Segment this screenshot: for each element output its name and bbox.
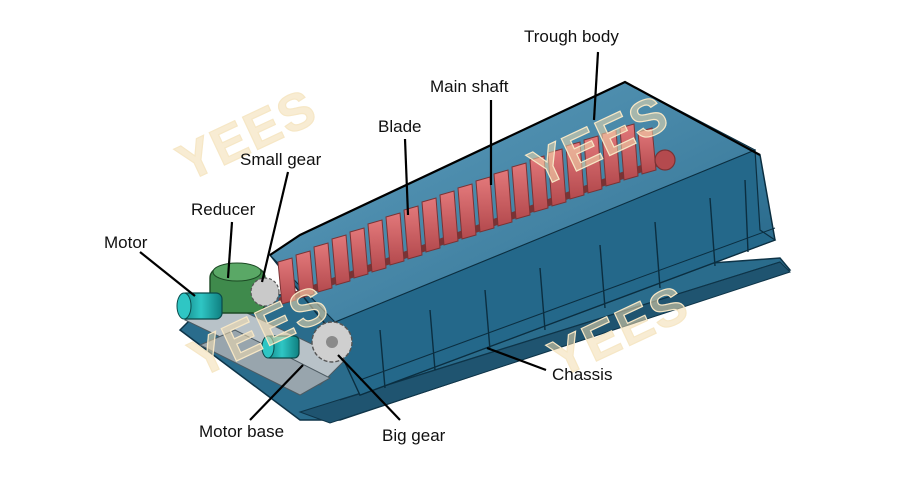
watermark-1: YEES bbox=[169, 78, 326, 193]
label-blade: Blade bbox=[378, 117, 421, 136]
label-motor-base: Motor base bbox=[199, 422, 284, 441]
label-small-gear: Small gear bbox=[240, 150, 322, 169]
blades bbox=[277, 123, 657, 305]
shaft-end-bearing bbox=[654, 149, 676, 171]
motor-lower bbox=[261, 335, 300, 359]
label-big-gear: Big gear bbox=[382, 426, 446, 445]
label-motor: Motor bbox=[104, 233, 148, 252]
leader-lines bbox=[139, 51, 600, 421]
reducer bbox=[209, 262, 266, 314]
label-trough-body: Trough body bbox=[524, 27, 619, 46]
labels: Trough body Main shaft Blade Small gear … bbox=[104, 27, 619, 445]
label-main-shaft: Main shaft bbox=[430, 77, 509, 96]
small-gear bbox=[250, 277, 280, 307]
label-chassis: Chassis bbox=[552, 365, 612, 384]
motor-upper bbox=[176, 292, 223, 320]
big-gear bbox=[311, 321, 353, 363]
label-reducer: Reducer bbox=[191, 200, 256, 219]
